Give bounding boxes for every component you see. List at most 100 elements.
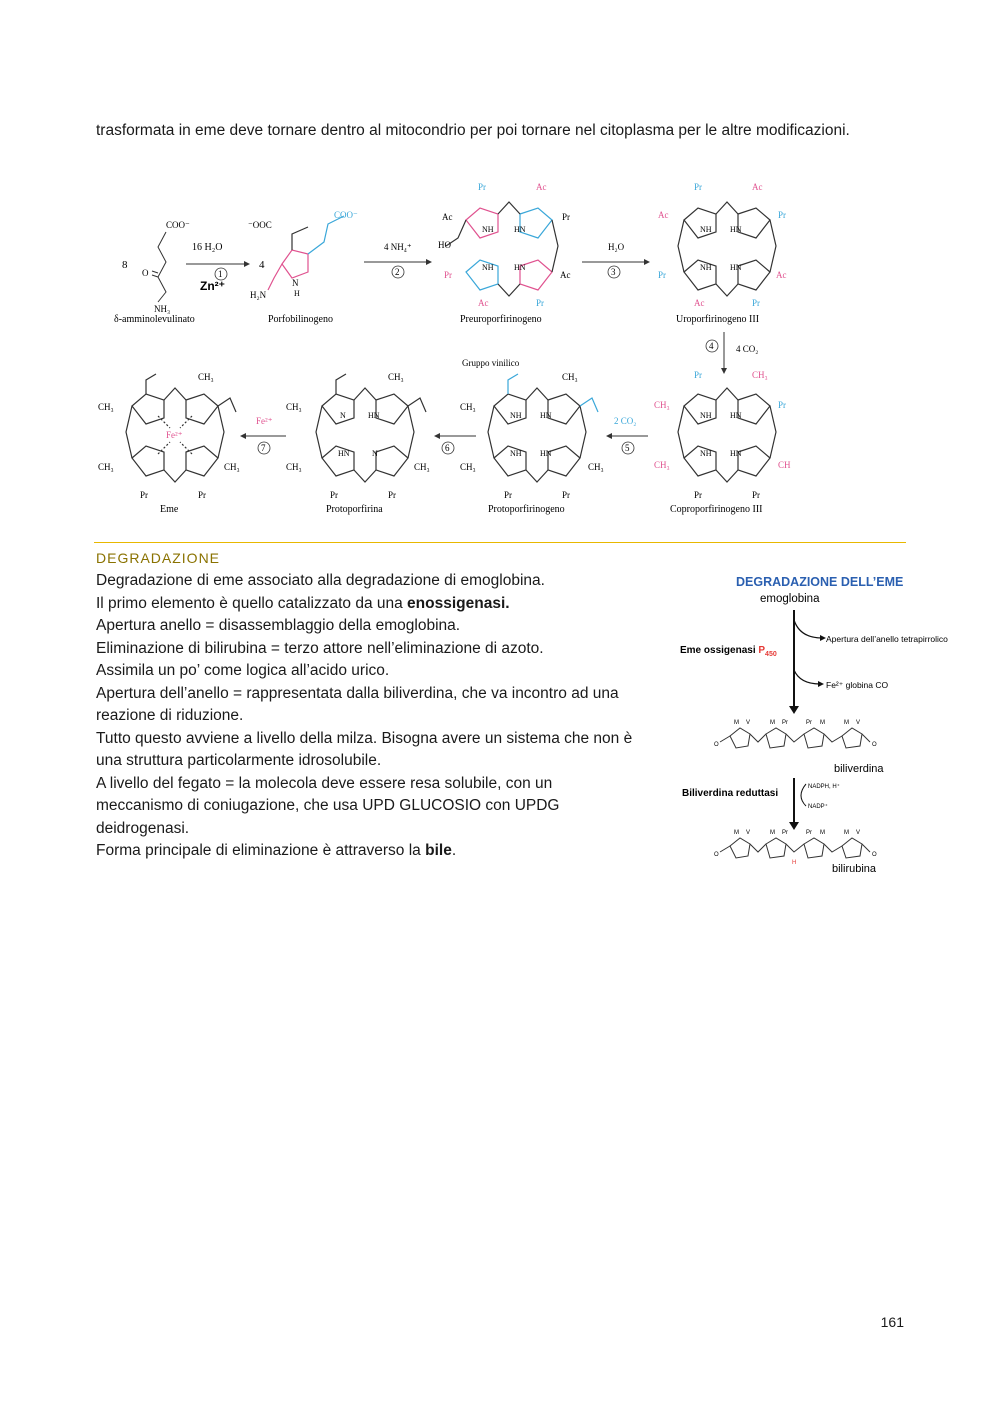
biliverdin-v2: V (856, 720, 860, 726)
paragraph-9: Forma principale di eliminazione è attra… (96, 840, 641, 863)
pbg-structure (267, 215, 345, 291)
copro-nh2: NH (700, 449, 712, 458)
uro-hn: HN (730, 225, 742, 234)
protogen-ch3-right: CH₃ (588, 462, 604, 472)
step-3-number: 3 (611, 267, 616, 277)
protoporphyrin-n2: N (372, 449, 378, 458)
pbg-n: N (292, 278, 299, 288)
uro-pr-bot: Pr (752, 298, 760, 308)
paragraph-3: Apertura anello = disassemblaggio della … (96, 617, 461, 634)
step-7-circle (257, 441, 271, 455)
section-divider (94, 542, 906, 543)
branch-arrowhead-1 (820, 635, 826, 641)
biliverdin-m3: M (820, 720, 825, 726)
copro-pr-bot1: Pr (694, 490, 702, 500)
step-3-circle (607, 265, 621, 279)
main-arrowhead-2 (789, 822, 799, 830)
heme-degradation-diagram: DEGRADAZIONE DELL’EME emoglobina Apertur… (680, 575, 948, 875)
copro-ch3-top: CH₃ (752, 370, 768, 380)
protoporphyrin-pr-bot2: Pr (388, 490, 396, 500)
paragraph-8: A livello del fegato = la molecola deve … (96, 774, 560, 837)
heme-structure (125, 373, 237, 483)
copro-hn: HN (730, 411, 742, 420)
enzyme-p-label: P (758, 645, 765, 656)
protoporphyrin-pr-bot1: Pr (330, 490, 338, 500)
coef-8: 8 (122, 259, 128, 271)
step-4-reagent: 4 CO₂ (736, 344, 758, 354)
pbg-h2n: H₂N (250, 290, 267, 300)
paragraph-9-bold: bile (425, 842, 452, 859)
bilirubina-label: bilirubina (832, 863, 877, 875)
uro-nh2: NH (700, 263, 712, 272)
compound-protogen: Protoporfirinogeno (488, 504, 565, 515)
uro-pr-right: Pr (778, 210, 786, 220)
uro-pr-top: Pr (694, 182, 702, 192)
pbg-h: H (294, 289, 300, 298)
preuro-structure (445, 201, 559, 297)
copro-pr-top: Pr (694, 370, 702, 380)
intro-paragraph: trasformata in eme deve tornare dentro a… (96, 120, 906, 142)
step-6-circle (441, 441, 455, 455)
arrowhead-step-2 (426, 259, 432, 265)
bilirubin-m2: M (770, 830, 775, 836)
preuro-nh2: NH (482, 263, 494, 272)
uro-ac-bot: Ac (694, 298, 705, 308)
uro-ac-right: Ac (776, 270, 787, 280)
bilirubin-m4: M (844, 830, 849, 836)
copro-structure (677, 387, 777, 483)
preuro-hn2: HN (514, 263, 526, 272)
protoporphyrin-ch3-left2: CH₃ (286, 462, 302, 472)
enzyme-p-subscript: 450 (765, 651, 777, 658)
step-1-number: 1 (218, 269, 223, 279)
step-2-circle (391, 265, 405, 279)
product-ring-opening: Apertura dell’anello tetrapirrolico (826, 634, 948, 644)
protogen-structure (487, 373, 599, 483)
paragraph-1: Degradazione di eme associato alla degra… (96, 572, 545, 589)
preuro-pr-left: Pr (444, 270, 452, 280)
paragraph-2-text: Il primo elemento è quello catalizzato d… (96, 594, 408, 612)
step-3-reagent: H₂O (608, 242, 625, 252)
copro-ch-right: CH (778, 460, 791, 470)
biliverdin-v1: V (746, 720, 750, 726)
enzyme-biliverdin-reductase: Biliverdina reduttasi (682, 788, 778, 799)
biliverdin-o-left: O (714, 742, 719, 748)
step-2-reagent: 4 NH₄⁺ (384, 242, 412, 252)
bilirubin-pr1: Pr (782, 830, 788, 836)
heme-ch3-left: CH₃ (98, 402, 114, 412)
uro-nh: NH (700, 225, 712, 234)
step-4-circle (705, 339, 719, 353)
preuro-ac-right: Ac (560, 270, 571, 280)
protogen-nh: NH (510, 411, 522, 420)
copro-pr-bot2: Pr (752, 490, 760, 500)
protoporphyrin-hn2: HN (338, 449, 350, 458)
paragraph-4: Eliminazione di bilirubina = terzo attor… (96, 639, 544, 657)
biliverdin-m2: M (770, 720, 775, 726)
protoporphyrin-structure (315, 373, 427, 483)
paragraph-9-end: . (451, 842, 457, 859)
heme-ch3-left2: CH₃ (98, 462, 114, 472)
heme-ch3-top: CH₃ (198, 372, 214, 382)
preuro-ac-top: Ac (536, 182, 547, 192)
emoglobina-label: emoglobina (760, 593, 820, 605)
heme-ch3-right: CH₃ (224, 462, 240, 472)
ala-o: O (142, 268, 149, 278)
preuro-pr-bot: Pr (536, 298, 544, 308)
arrowhead-step-5 (606, 433, 612, 439)
compound-preuro: Preuroporfirinogeno (460, 314, 542, 325)
bilirubin-o-left: O (714, 852, 719, 858)
coef-4: 4 (259, 259, 265, 271)
ala-coo: COO⁻ (166, 220, 190, 230)
protogen-hn2: HN (540, 449, 552, 458)
nadph-arrow (800, 783, 807, 807)
copro-ch3-left: CH₃ (654, 400, 670, 410)
nadph-label: NADPH, H⁺ (808, 783, 840, 790)
compound-copro: Coproporfirinogeno III (670, 504, 762, 515)
compound-heme: Eme (160, 504, 179, 515)
nadp-label: NADP⁺ (808, 803, 828, 810)
ala-nh3: NH₃ (154, 304, 170, 314)
preuro-nh: NH (482, 225, 494, 234)
biliverdin-m4: M (844, 720, 849, 726)
intro-text: trasformata in eme deve tornare dentro a… (96, 122, 850, 139)
branch-arrow-2 (793, 669, 821, 685)
protoporphyrin-ch3-left: CH₃ (286, 402, 302, 412)
